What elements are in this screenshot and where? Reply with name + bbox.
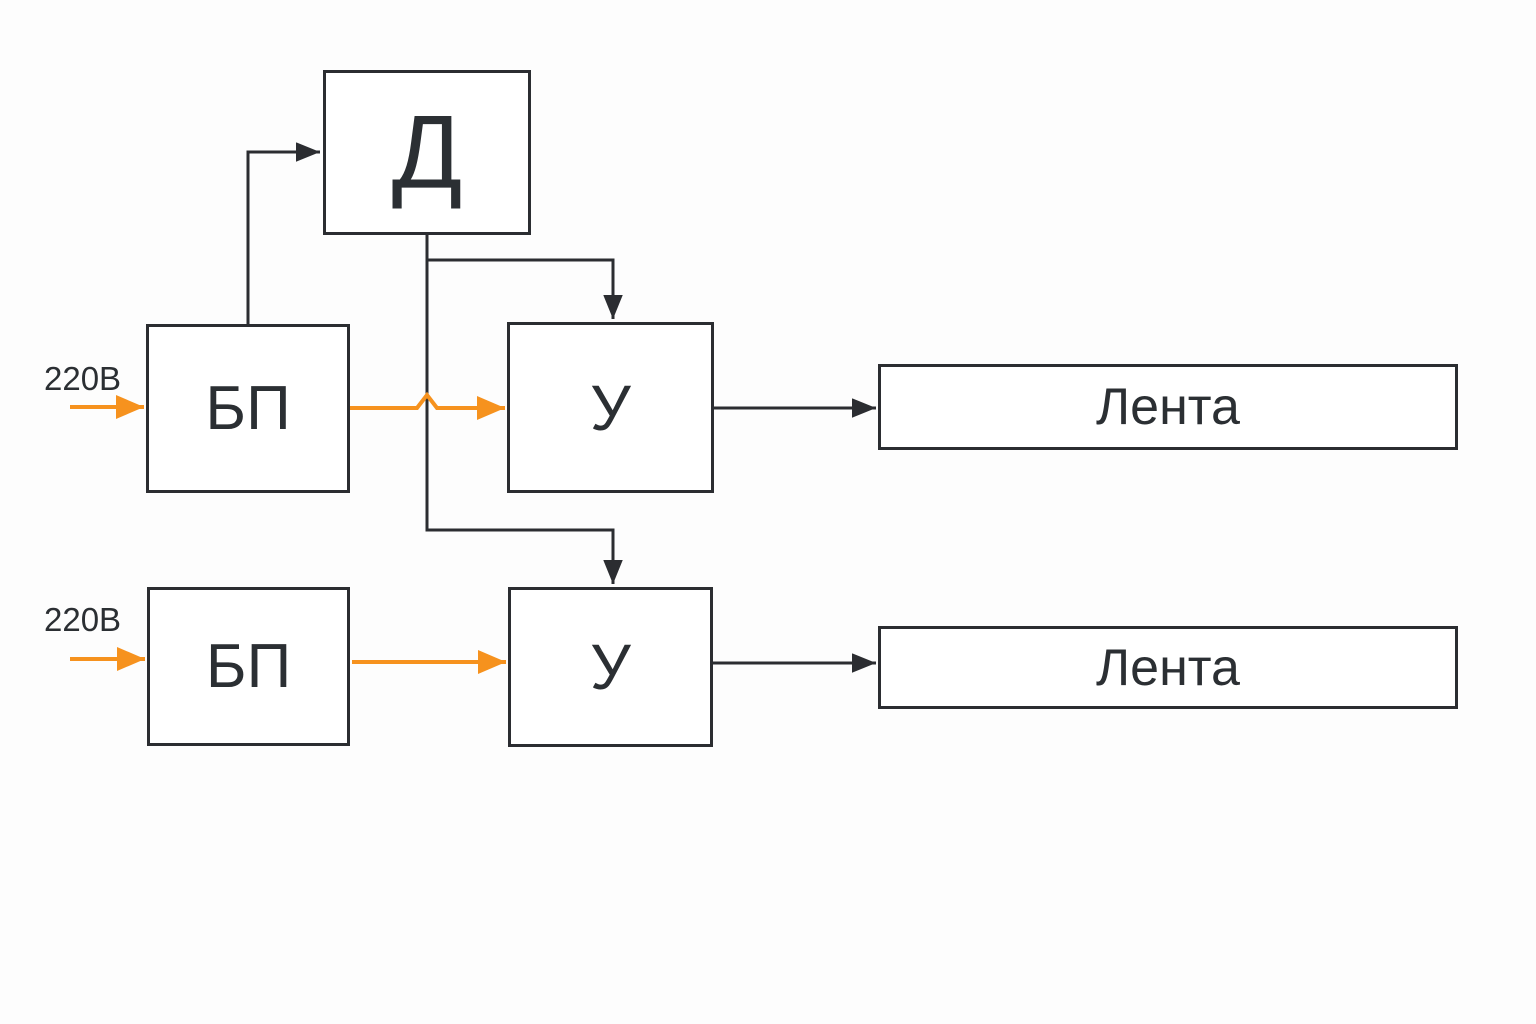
node-psu-top: БП bbox=[146, 324, 350, 493]
node-amp-bottom: У bbox=[508, 587, 713, 747]
mains-voltage-label-top: 220В bbox=[44, 360, 122, 397]
connector-psu-top-to-detector bbox=[246, 142, 320, 324]
node-detector: Д bbox=[323, 70, 531, 235]
connector-detector-to-amp-top bbox=[427, 258, 623, 319]
connector-psu-top-to-amp-top bbox=[350, 391, 505, 420]
node-detector-label: Д bbox=[391, 94, 463, 211]
mains-voltage-label-bottom: 220В bbox=[44, 601, 122, 638]
node-tape-top: Лента bbox=[878, 364, 1458, 450]
node-psu-bottom-label: БП bbox=[205, 631, 292, 701]
node-tape-bottom: Лента bbox=[878, 626, 1458, 709]
node-psu-bottom: БП bbox=[147, 587, 350, 746]
connector-detector-to-amp-bottom bbox=[425, 235, 623, 584]
node-amp-top-label: У bbox=[590, 371, 631, 444]
node-psu-top-label: БП bbox=[205, 373, 291, 443]
node-amp-bottom-label: У bbox=[590, 631, 631, 703]
node-amp-top: У bbox=[507, 322, 714, 493]
node-tape-top-label: Лента bbox=[1096, 378, 1240, 436]
node-tape-bottom-label: Лента bbox=[1096, 638, 1240, 697]
